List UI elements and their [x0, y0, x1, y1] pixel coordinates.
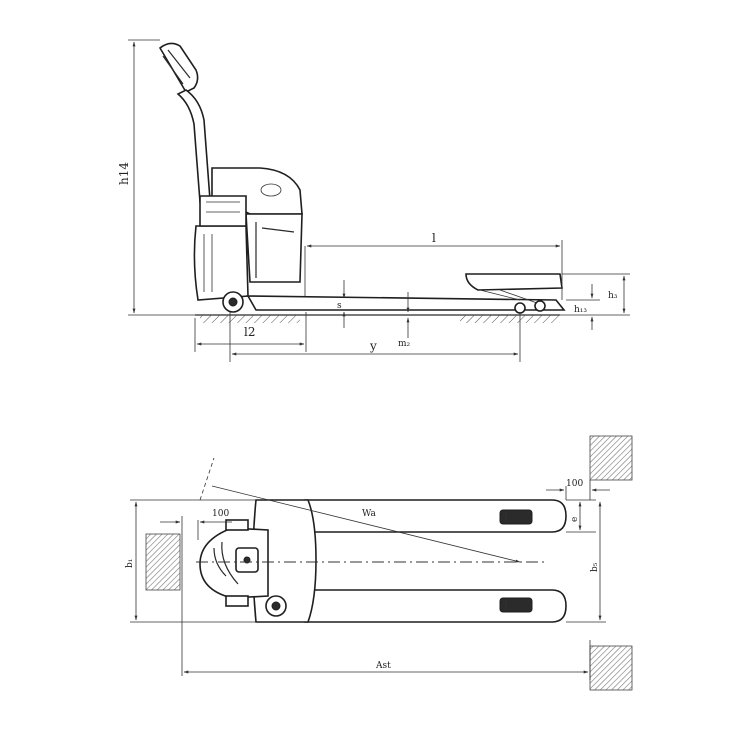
top-view: Wa 100 100 b₁ [125, 435, 633, 691]
obstacle-box-bottom-right [589, 645, 633, 691]
dim-e: e [566, 499, 596, 533]
truck-body [193, 167, 303, 313]
side-view: h14 l s m₂ l2 [117, 39, 630, 362]
label-b1: b₁ [125, 559, 135, 568]
label-y: y [369, 339, 377, 353]
dim-b5: b₅ [566, 501, 606, 623]
label-wa: Wa [362, 509, 376, 519]
dim-clearance-right: 100 [546, 479, 610, 500]
label-b5: b₅ [590, 562, 600, 572]
dim-h3-h13: h₃ h₁₃ [560, 273, 630, 330]
label-clearance-left: 100 [212, 509, 229, 519]
label-clearance-right: 100 [566, 479, 583, 489]
drive-head-top [199, 519, 269, 607]
obstacle-box-top-right [589, 435, 633, 481]
tiller-handle [158, 42, 211, 203]
ground-line [195, 314, 560, 323]
forks-top [304, 499, 567, 623]
dim-s: s [337, 280, 346, 328]
label-h14: h14 [117, 162, 131, 185]
dim-clearance-left: 100 [160, 509, 232, 676]
label-s: s [337, 301, 342, 311]
label-l2: l2 [244, 325, 255, 339]
dim-h14: h14 [117, 39, 195, 316]
obstacle-box-left [145, 533, 181, 591]
dim-l2: l2 [194, 312, 307, 352]
dim-y: y [229, 312, 521, 362]
label-l: l [432, 231, 436, 245]
dim-wa: Wa [199, 457, 521, 563]
label-m2: m₂ [398, 339, 411, 349]
label-ast: Ast [375, 661, 391, 671]
dim-m2: m₂ [398, 292, 411, 349]
dim-b1: b₁ [125, 499, 256, 623]
label-h13: h₁₃ [574, 305, 587, 315]
label-e: e [570, 517, 580, 522]
dim-l: l [304, 231, 563, 300]
label-h3: h₃ [608, 291, 618, 301]
dim-ast: Ast [183, 640, 591, 680]
fork-side [246, 273, 566, 314]
